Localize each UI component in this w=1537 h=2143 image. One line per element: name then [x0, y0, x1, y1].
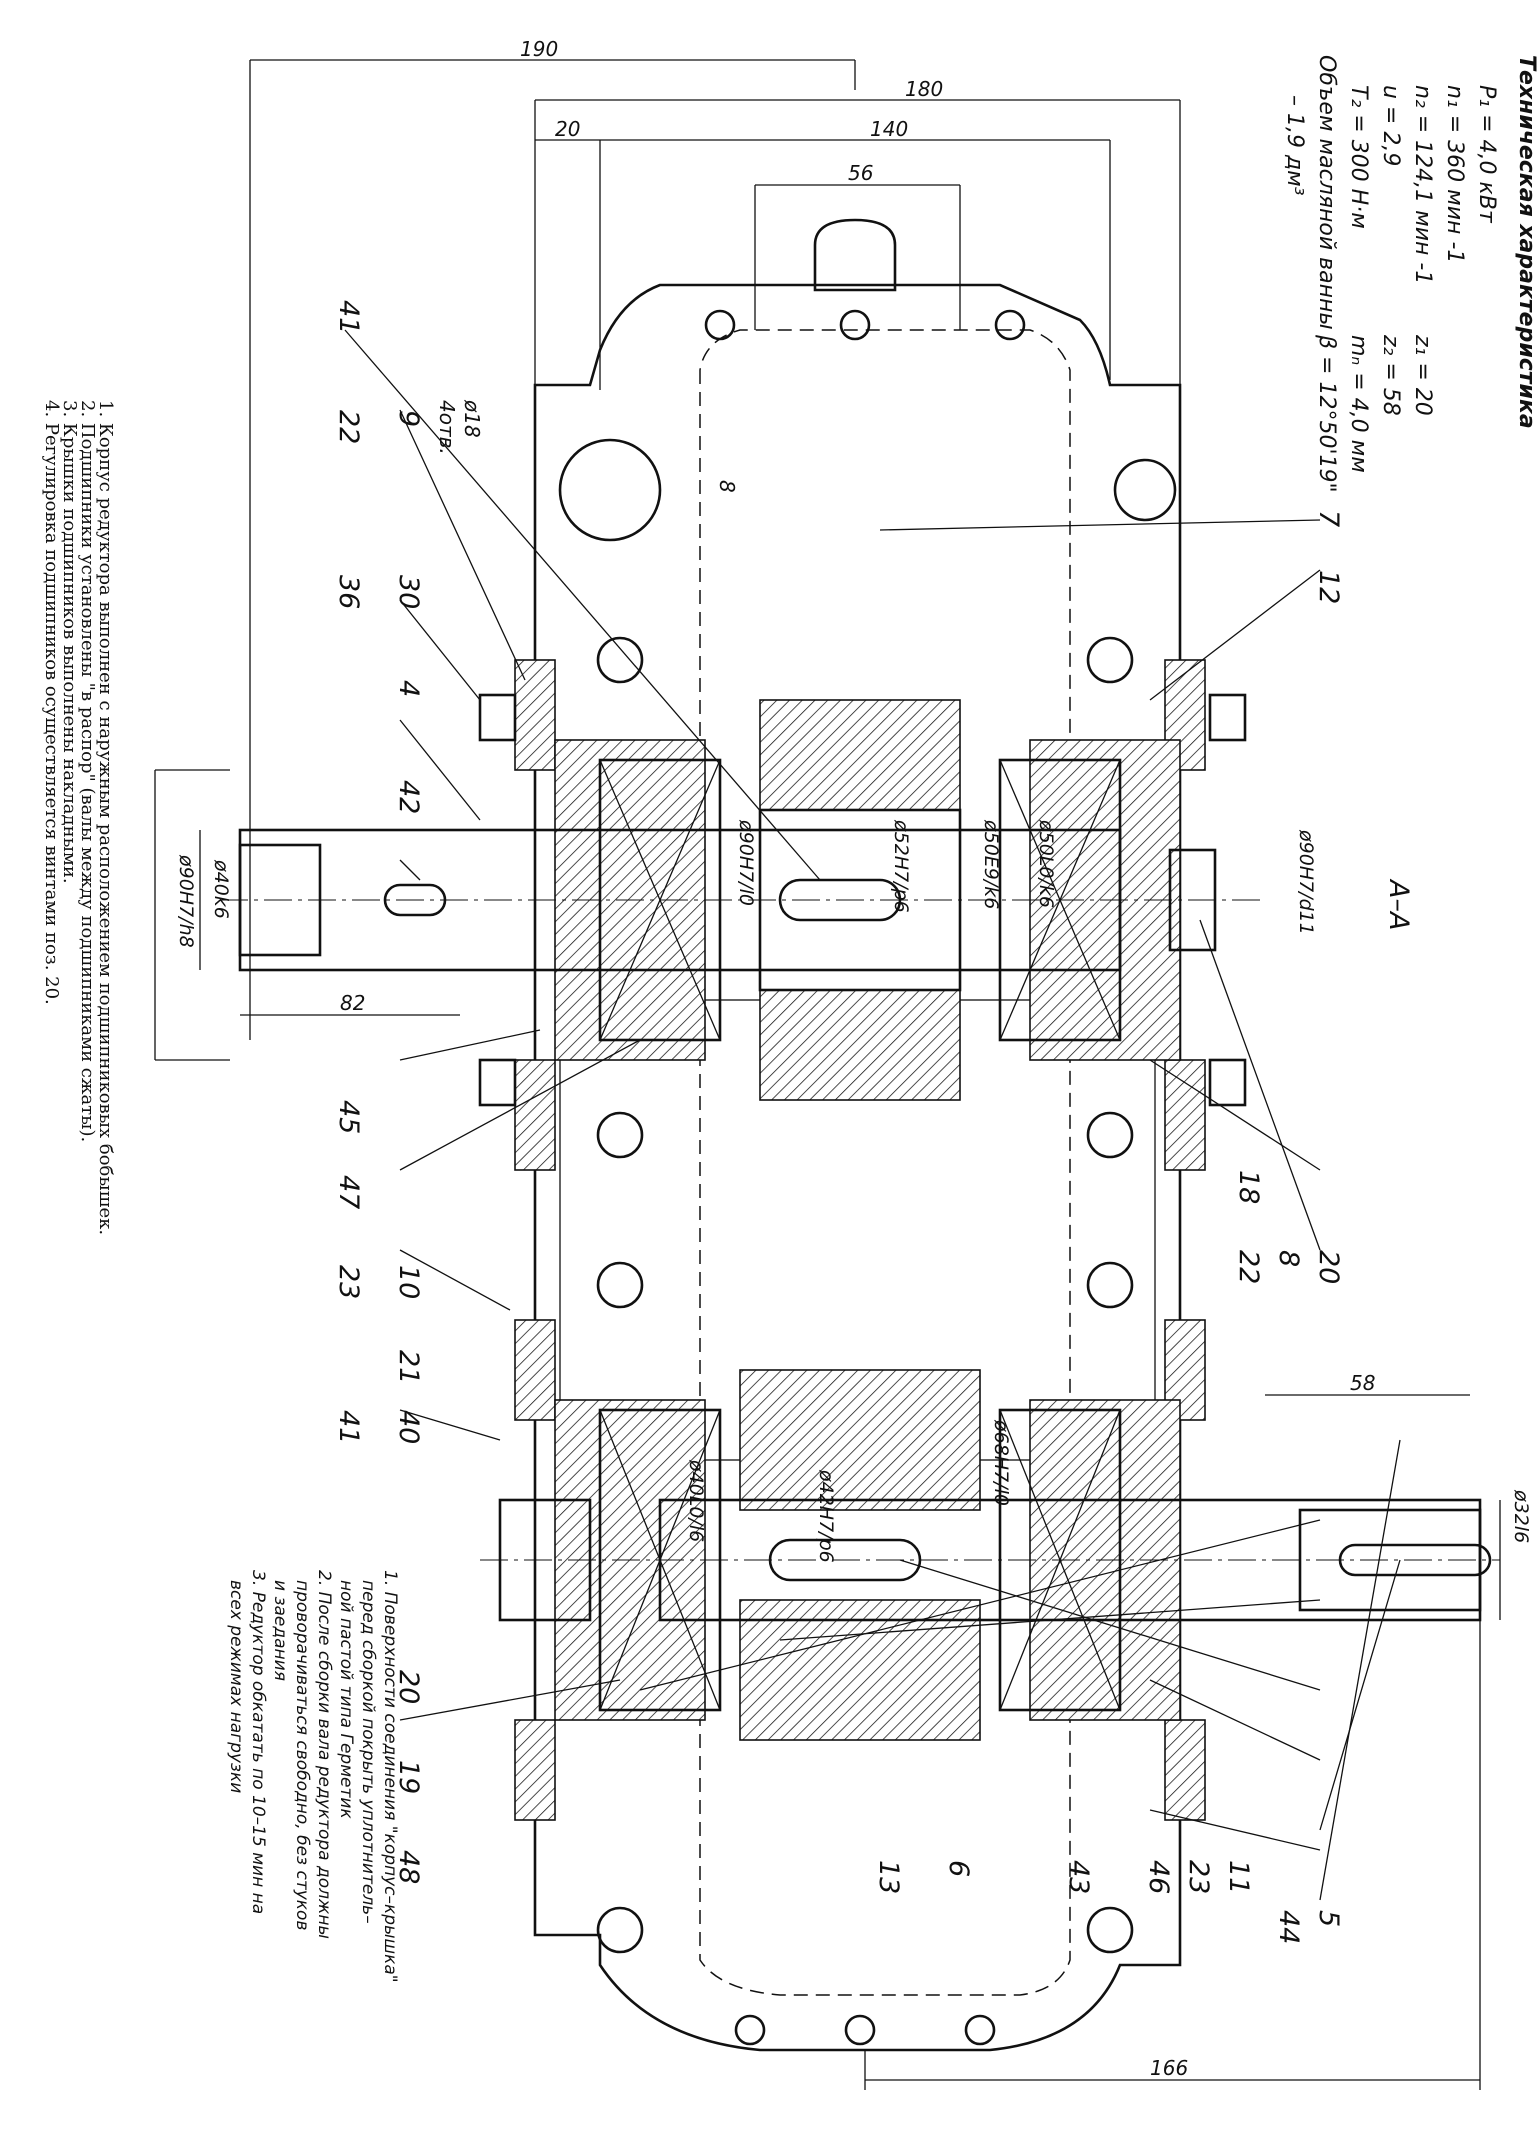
anote-2: перед сборкой покрыть уплотнитель– — [358, 1580, 378, 1924]
lbl-4: 4 — [393, 680, 424, 697]
spec-line-6: z₁ = 20 — [1410, 334, 1435, 416]
fit-11: ø32l6 — [1510, 1489, 1532, 1543]
top-dimensions: 190 180 20 140 56 — [249, 37, 1181, 1040]
spec-oil-2: – 1,9 дм³ — [1282, 95, 1307, 196]
lbl-21: 21 — [393, 1350, 424, 1384]
spec-oil-1: Объем масляной ванны — [1314, 55, 1339, 330]
fit-1: ø90H7/h8 — [175, 854, 197, 948]
anote-5: проворачиваться свободно, без стуков — [292, 1580, 312, 1930]
fit-8: ø68H7/l0 — [990, 1419, 1012, 1506]
lbl-40: 40 — [393, 1410, 424, 1444]
lbl-45: 45 — [333, 1100, 364, 1134]
leader-labels-right: 7 12 20 8 22 18 5 44 11 23 46 43 6 13 — [639, 510, 1401, 1944]
lbl-43: 43 — [1063, 1860, 1094, 1894]
fit-2: ø40k6 — [210, 859, 232, 919]
lbl-30: 30 — [393, 575, 424, 609]
anote-8: всех режимах нагрузки — [226, 1580, 246, 1793]
leader-labels-left: 41 22 9 36 30 4 42 45 47 23 10 41 40 21 … — [333, 300, 424, 1884]
dim-166: 166 — [1150, 2056, 1188, 2080]
general-notes: 1. Корпус редуктора выполнен с наружным … — [41, 400, 116, 1235]
lbl-19: 19 — [393, 1760, 424, 1794]
lbl-18: 18 — [1233, 1170, 1264, 1204]
spec-line-7: z₂ = 58 — [1378, 334, 1403, 416]
anote-3: ной пастой типа Герметик — [336, 1580, 356, 1819]
lbl-41b: 41 — [333, 1410, 364, 1444]
fit-labels: ø90H7/h8 ø40k6 ø90H7/l0 ø52H7/p6 ø50E9/k… — [175, 819, 1532, 1563]
note-4: 4. Регулировка подшипников осуществляетс… — [41, 400, 62, 1005]
lbl-36: 36 — [333, 575, 364, 609]
lbl-5: 5 — [1313, 1910, 1344, 1927]
dim-hole: ø18 — [460, 399, 484, 438]
input-shaft — [220, 659, 1260, 1171]
lbl-23b: 23 — [1183, 1860, 1214, 1894]
dim-20: 20 — [555, 117, 580, 141]
lbl-12: 12 — [1313, 570, 1344, 604]
dim-190: 190 — [520, 37, 558, 61]
spec-line-8: mₙ = 4,0 мм — [1346, 335, 1371, 473]
lbl-7: 7 — [1313, 510, 1344, 527]
spec-line-2: n₁ = 360 мин -1 — [1442, 85, 1467, 263]
dim-56: 56 — [848, 161, 873, 185]
lbl-23a: 23 — [333, 1265, 364, 1299]
dim-58: 58 — [1350, 1371, 1375, 1395]
fit-4: ø52H7/p6 — [890, 819, 912, 913]
lbl-22a: 22 — [333, 410, 364, 444]
lbl-8: 8 — [1273, 1250, 1304, 1267]
flange-bolts: ø18 4отв. 8 — [435, 218, 1177, 2046]
spec-line-9: β = 12°50'19" — [1314, 334, 1339, 493]
note-1: 1. Корпус редуктора выполнен с наружным … — [95, 400, 116, 1235]
spec-line-4: u = 2,9 — [1378, 85, 1403, 166]
anote-4: 2. После сборки вала редуктора должны — [314, 1570, 334, 1939]
lbl-42: 42 — [393, 780, 424, 814]
dim-82: 82 — [340, 991, 365, 1015]
lbl-10: 10 — [393, 1265, 424, 1299]
tech-spec-block: Техническая характеристика P₁ = 4,0 кВт … — [1282, 55, 1537, 493]
note-2: 2. Подшипники установлены "в распор" (ва… — [77, 400, 98, 1142]
lbl-22b: 22 — [1233, 1250, 1264, 1284]
lbl-41a: 41 — [333, 300, 364, 334]
spec-line-5: T₂ = 300 Н·м — [1346, 85, 1371, 229]
lbl-44: 44 — [1273, 1910, 1304, 1944]
lbl-13: 13 — [873, 1860, 904, 1894]
dim-180: 180 — [905, 77, 943, 101]
anote-1: 1. Поверхности соединения "корпус–крышка… — [380, 1570, 400, 1983]
dim-140: 140 — [870, 117, 908, 141]
lbl-47: 47 — [333, 1175, 364, 1209]
output-shaft — [480, 1319, 1500, 1821]
fit-10: ø40L0/l6 — [685, 1459, 707, 1542]
lbl-11: 11 — [1223, 1860, 1254, 1894]
fit-9: ø42H7/p6 — [815, 1469, 837, 1563]
anote-7: 3. Редуктор обкатать по 10–15 мин на — [248, 1570, 268, 1914]
lbl-6: 6 — [943, 1860, 974, 1877]
lbl-46: 46 — [1143, 1860, 1174, 1894]
assembly-notes: 1. Поверхности соединения "корпус–крышка… — [226, 1570, 400, 1983]
anote-6: и заедания — [270, 1580, 290, 1681]
fit-7: ø90H7/d11 — [1295, 829, 1317, 935]
spec-title: Техническая характеристика — [1514, 55, 1537, 429]
lbl-48: 48 — [393, 1850, 424, 1884]
fit-6: ø50L0/k6 — [1035, 819, 1057, 908]
dim-8: 8 — [715, 480, 739, 493]
leaders-left — [344, 329, 821, 1721]
lbl-20b: 20 — [1313, 1250, 1344, 1284]
lbl-20a: 20 — [393, 1670, 424, 1704]
lbl-9: 9 — [393, 410, 424, 427]
dim-holes: 4отв. — [435, 400, 459, 455]
note-3: 3. Крышки подшипников выполнены накладны… — [59, 400, 80, 884]
fit-3: ø90H7/l0 — [735, 819, 757, 906]
housing-outline — [533, 283, 1182, 2052]
bottom-dimensions: 82 58 166 — [154, 769, 1501, 2090]
spec-line-1: P₁ = 4,0 кВт — [1474, 85, 1499, 224]
fit-5: ø50E9/k6 — [980, 819, 1002, 909]
spec-line-3: n₂ = 124,1 мин -1 — [1410, 85, 1435, 284]
section-label: A–A — [1383, 878, 1414, 930]
